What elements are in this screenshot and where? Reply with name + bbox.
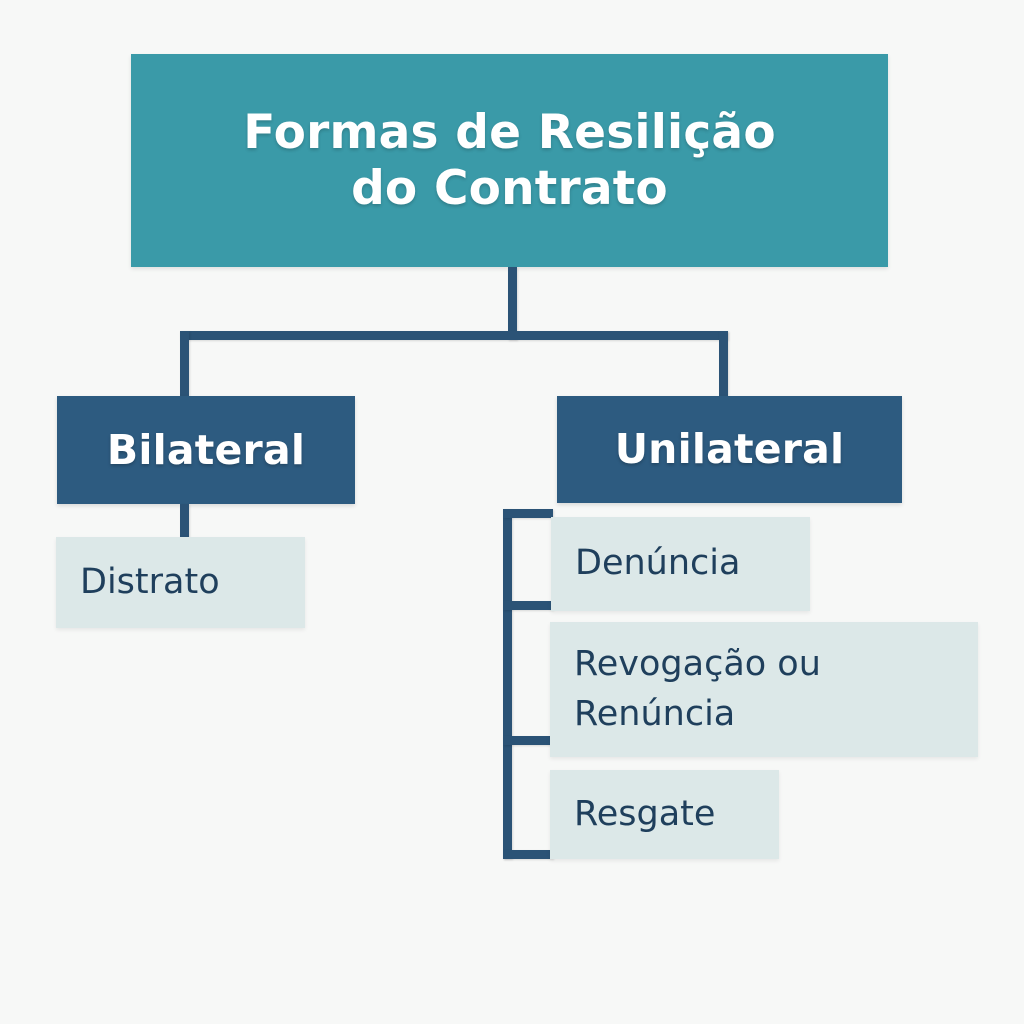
connector-horizontal-splitter <box>180 331 728 340</box>
connector-drop-bilateral <box>180 331 189 399</box>
connector-unilateral-spine <box>503 509 512 859</box>
leaf-node-resgate[interactable]: Resgate <box>550 770 779 859</box>
leaf-node-denuncia-label: Denúncia <box>575 543 741 584</box>
leaf-node-distrato[interactable]: Distrato <box>56 537 305 628</box>
leaf-node-revogacao-label-line1: Revogação ou <box>574 643 821 684</box>
branch-node-bilateral-label: Bilateral <box>106 425 306 474</box>
leaf-node-revogacao-label: Revogação ou Renúncia <box>574 640 821 739</box>
leaf-node-distrato-label: Distrato <box>80 561 220 602</box>
root-node-label-line2: do Contrato <box>351 160 668 216</box>
connector-stub-denuncia <box>503 509 553 518</box>
leaf-node-resgate-label: Resgate <box>574 793 716 834</box>
branch-node-bilateral[interactable]: Bilateral <box>57 396 355 504</box>
root-node-formas-de-resilicao[interactable]: Formas de Resilição do Contrato <box>131 54 888 267</box>
connector-bilateral-to-distrato <box>180 504 189 544</box>
leaf-node-revogacao-ou-renuncia[interactable]: Revogação ou Renúncia <box>550 622 978 757</box>
connector-stub-revogacao-top <box>503 601 553 610</box>
connector-stub-resgate <box>503 850 553 859</box>
leaf-node-revogacao-label-line2: Renúncia <box>574 693 736 734</box>
connector-stub-revogacao-bottom <box>503 736 553 745</box>
connector-root-stem <box>508 267 517 340</box>
leaf-node-denuncia[interactable]: Denúncia <box>551 517 810 611</box>
branch-node-unilateral[interactable]: Unilateral <box>557 396 902 503</box>
branch-node-unilateral-label: Unilateral <box>614 425 845 474</box>
root-node-label: Formas de Resilição do Contrato <box>243 105 776 216</box>
root-node-label-line1: Formas de Resilição <box>243 105 776 161</box>
connector-drop-unilateral <box>719 331 728 399</box>
